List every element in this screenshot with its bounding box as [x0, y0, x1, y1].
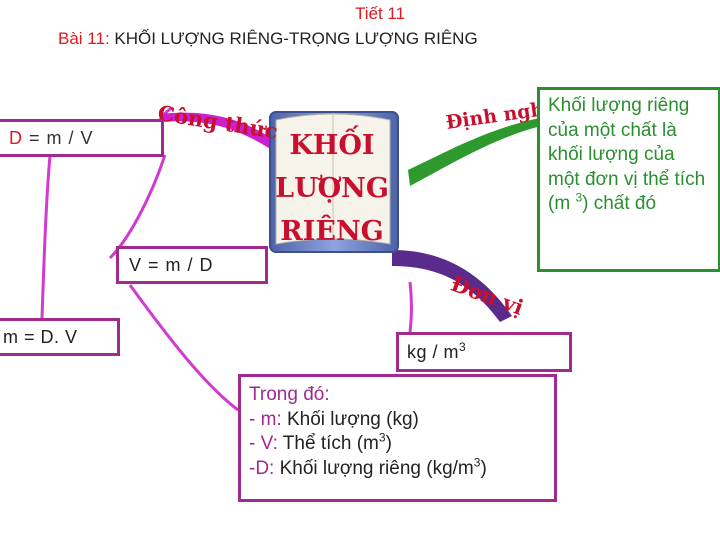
definition-exponent: 3 [575, 190, 583, 205]
formula-mass-box: m = D. V [0, 318, 120, 356]
central-topic-line1: KHỐI [289, 130, 375, 161]
legend-item-mass: - m: Khối lượng (kg) [249, 408, 546, 433]
lesson-title: Bài 11: KHỐI LƯỢNG RIÊNG-TRỌNG LƯỢNG RIÊ… [58, 29, 478, 49]
legend-item-volume: - V: Thể tích (m3) [249, 432, 546, 457]
legend-box: Trong đó: - m: Khối lượng (kg) - V: Thể … [238, 374, 557, 502]
central-topic: KHỐI LƯỢNG RIÊNG [272, 124, 392, 253]
definition-text-end: ) chất đó [582, 193, 657, 214]
legend-density-text: Khối lượng riêng (kg/m [274, 457, 474, 479]
formula-density-expression: = m / V [23, 128, 94, 148]
connector-formula-stem [108, 154, 167, 260]
unit-text: kg / m [407, 342, 460, 362]
formula-mass-expression: m = D. V [3, 327, 78, 347]
central-topic-line2: LƯỢNG [275, 173, 389, 204]
legend-item-density: -D: Khối lượng riêng (kg/m3) [249, 455, 546, 482]
legend-volume-close: ) [385, 433, 392, 454]
legend-intro: Trong đó: [249, 384, 330, 405]
formula-density-symbol: D [9, 128, 23, 148]
definition-text: Khối lượng riêng của một chất là khối lư… [548, 95, 706, 214]
legend-volume-exponent: 3 [378, 430, 386, 445]
book-icon [269, 111, 399, 253]
unit-box: kg / m3 [396, 332, 572, 372]
legend-volume-text: Thể tích (m [277, 433, 379, 454]
central-topic-line3: RIÊNG [280, 216, 384, 247]
definition-box: Khối lượng riêng của một chất là khối lư… [537, 87, 720, 272]
connector-to-unit [408, 281, 413, 333]
connector-to-legend [128, 284, 239, 412]
formula-volume-expression: V = m / D [129, 255, 214, 275]
lesson-number: Bài 11: [58, 29, 110, 48]
formula-density-box: D = m / V [0, 119, 164, 157]
legend-density-exponent: 3 [473, 455, 481, 470]
connector-d-to-m [40, 155, 52, 319]
branch-definition [408, 118, 541, 186]
legend-mass-symbol: - m: [249, 408, 282, 430]
legend-density-symbol: -D: [249, 457, 275, 479]
branch-formula [160, 112, 274, 150]
legend-density-close: ) [480, 457, 487, 479]
lesson-name: KHỐI LƯỢNG RIÊNG-TRỌNG LƯỢNG RIÊNG [109, 29, 478, 48]
branch-unit [392, 250, 512, 322]
formula-volume-box: V = m / D [116, 246, 268, 284]
unit-exponent: 3 [459, 340, 467, 354]
legend-volume-symbol: - V: [249, 433, 278, 454]
lesson-period: Tiết 11 [354, 4, 406, 23]
legend-mass-text: Khối lượng (kg) [281, 408, 419, 430]
